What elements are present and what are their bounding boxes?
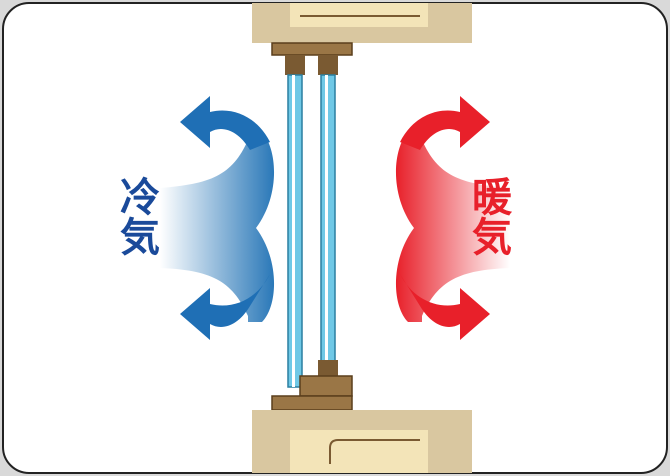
top-window-frame <box>252 3 472 75</box>
warm-arrow-up <box>400 96 490 150</box>
cold-air-label: 冷気 <box>113 176 159 256</box>
cold-airflow <box>160 96 275 340</box>
warm-airflow <box>395 96 510 340</box>
warm-arrow-down <box>400 274 490 340</box>
double-glazing-panes <box>287 74 336 388</box>
bottom-window-frame <box>252 360 472 473</box>
cold-arrow-down <box>180 274 270 340</box>
warm-air-label: 暖気 <box>465 176 511 256</box>
cold-arrow-up <box>180 96 270 150</box>
